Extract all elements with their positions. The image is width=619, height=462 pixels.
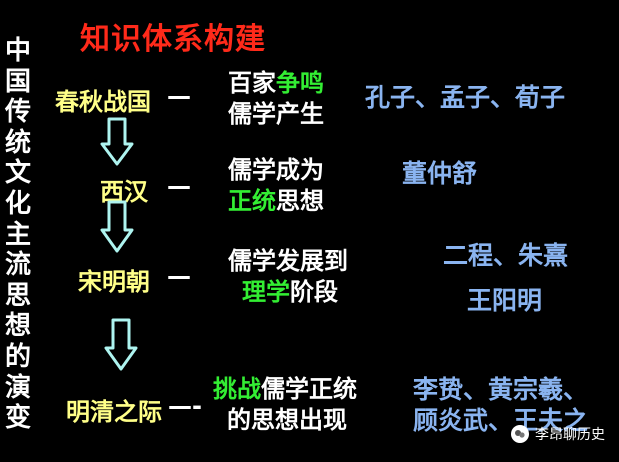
period-description-3: 儒学发展到 理学阶段 bbox=[228, 246, 348, 308]
period-label-ming-qing: 明清之际 bbox=[66, 398, 162, 426]
down-arrow-icon bbox=[100, 200, 134, 253]
wechat-icon bbox=[511, 425, 529, 443]
thinkers-line: 顾炎武、王夫之 bbox=[413, 406, 589, 435]
description-line: 儒学成为 bbox=[228, 156, 324, 184]
description-line: 挑战儒学正统 bbox=[213, 374, 357, 405]
description-line: 百家争鸣 bbox=[228, 68, 324, 99]
thinkers-2: 董仲舒 bbox=[402, 159, 478, 188]
thinkers-3b: 王阳明 bbox=[467, 286, 543, 315]
description-line: 正统思想 bbox=[228, 186, 324, 217]
thinkers-4: 李贽、黄宗羲、 顾炎武、王夫之 bbox=[413, 374, 588, 436]
side-title-char: 主 bbox=[4, 219, 31, 250]
period-label-song-ming: 宋明朝 bbox=[78, 268, 150, 296]
period-description-2: 儒学成为 正统思想 bbox=[228, 155, 324, 217]
thinkers-1: 孔子、孟子、荀子 bbox=[365, 83, 566, 112]
period-description-1: 百家争鸣 儒学产生 bbox=[228, 68, 324, 130]
side-title-char: 流 bbox=[4, 250, 31, 281]
connector-dash: — bbox=[167, 82, 191, 110]
connector-dash: —- bbox=[168, 392, 202, 420]
watermark: 李昂聊历史 bbox=[511, 424, 605, 444]
watermark-text: 李昂聊历史 bbox=[535, 427, 605, 443]
side-title-char: 统 bbox=[4, 127, 31, 158]
thinkers-line: 李贽、黄宗羲、 bbox=[413, 375, 589, 404]
side-title-char: 文 bbox=[4, 158, 31, 189]
side-title-char: 化 bbox=[4, 188, 31, 219]
desc-highlight: 理学 bbox=[242, 278, 290, 306]
side-title-char: 思 bbox=[4, 280, 31, 311]
connector-dash: — bbox=[167, 262, 191, 290]
desc-text: 儒学正统 bbox=[261, 375, 357, 403]
connector-dash: — bbox=[167, 172, 191, 200]
side-title-char: 传 bbox=[4, 97, 31, 128]
desc-text: 思想 bbox=[276, 187, 324, 215]
desc-text: 百家 bbox=[228, 69, 276, 97]
desc-highlight: 争鸣 bbox=[276, 69, 324, 97]
down-arrow-icon bbox=[100, 117, 134, 166]
side-title-char: 变 bbox=[4, 403, 31, 434]
description-line: 理学阶段 bbox=[228, 277, 348, 308]
vertical-side-title: 中 国 传 统 文 化 主 流 思 想 的 演 变 bbox=[4, 36, 32, 434]
side-title-char: 中 bbox=[4, 36, 31, 66]
desc-text: 阶段 bbox=[290, 278, 338, 306]
page-title: 知识体系构建 bbox=[80, 22, 266, 57]
desc-highlight: 正统 bbox=[228, 187, 276, 215]
description-line: 的思想出现 bbox=[227, 406, 347, 434]
description-line: 儒学产生 bbox=[228, 100, 324, 128]
period-label-spring-autumn: 春秋战国 bbox=[55, 88, 151, 116]
desc-highlight: 挑战 bbox=[213, 375, 261, 403]
thinkers-3a: 二程、朱熹 bbox=[443, 241, 569, 270]
down-arrow-icon bbox=[104, 318, 138, 371]
side-title-char: 演 bbox=[4, 372, 31, 403]
period-description-4: 挑战儒学正统 的思想出现 bbox=[213, 374, 357, 436]
side-title-char: 国 bbox=[4, 66, 31, 97]
side-title-char: 想 bbox=[4, 311, 31, 342]
side-title-char: 的 bbox=[4, 341, 31, 372]
description-line: 儒学发展到 bbox=[228, 247, 348, 275]
